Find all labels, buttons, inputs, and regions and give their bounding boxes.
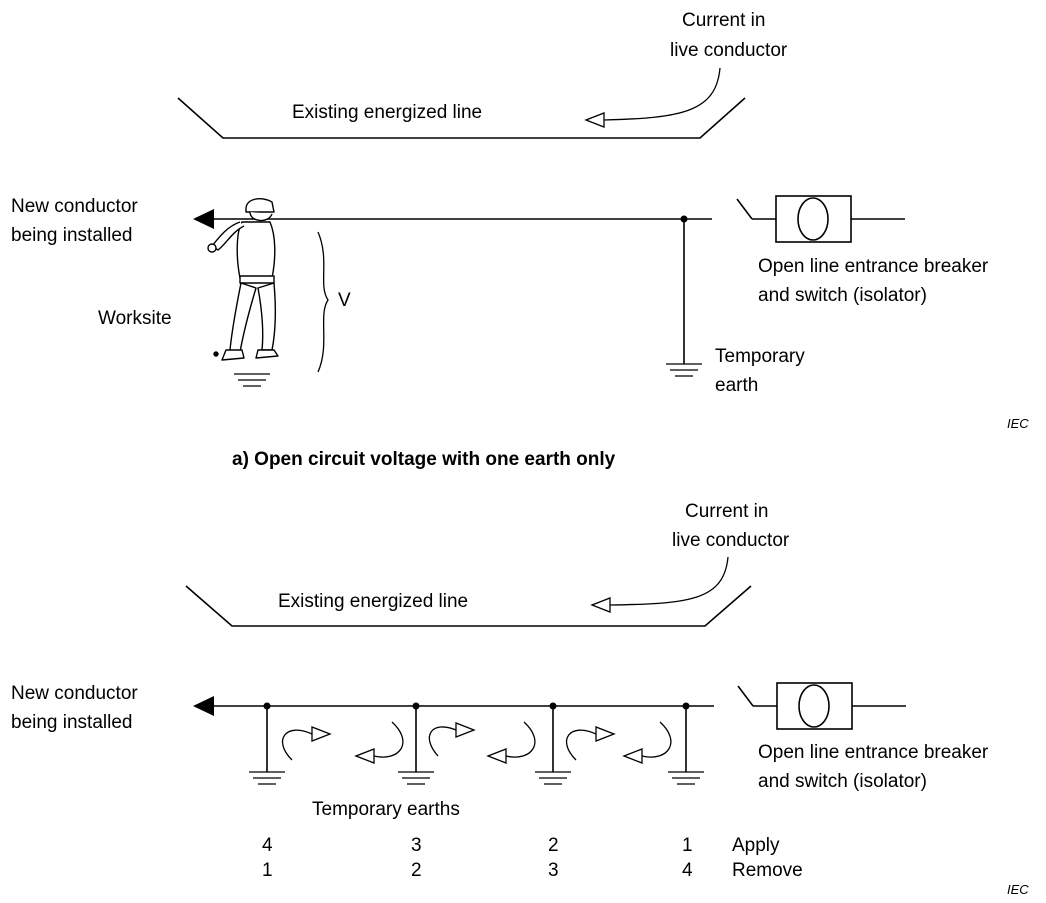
voltage-label: V	[338, 290, 351, 311]
ground-icon-1	[668, 771, 704, 785]
open-switch-b	[737, 685, 754, 707]
apply-order-3: 3	[411, 835, 422, 856]
earth-label-a-1: Temporary	[715, 346, 805, 367]
current-label-b-1: Current in	[685, 501, 768, 522]
voltage-brace	[317, 231, 329, 373]
ground-icon-3	[398, 771, 434, 785]
temporary-earths-label: Temporary earths	[312, 799, 460, 820]
current-loop-2	[354, 721, 404, 764]
breaker-label-a-2: and switch (isolator)	[758, 285, 927, 306]
current-arrowhead-b	[590, 597, 611, 613]
current-loop-1	[281, 726, 332, 761]
worker-figure	[207, 197, 279, 361]
breaker-label-b-1: Open line entrance breaker	[758, 742, 989, 763]
apply-order-2: 2	[548, 835, 559, 856]
current-loop-6	[622, 721, 672, 764]
energized-line-label-a: Existing energized line	[292, 102, 482, 123]
breaker-symbol-b	[798, 684, 830, 728]
earth-3	[398, 702, 434, 785]
earth-label-a-2: earth	[715, 375, 758, 396]
energized-line-label-b: Existing energized line	[278, 591, 468, 612]
current-label-a-1: Current in	[682, 10, 765, 31]
breaker-box-b	[776, 682, 853, 730]
remove-order-3: 3	[548, 860, 559, 881]
breaker-symbol-a	[797, 197, 829, 241]
caption-a: a) Open circuit voltage with one earth o…	[232, 449, 616, 470]
earth-1	[668, 702, 704, 785]
conductor-arrowhead-a	[193, 209, 214, 229]
worker-ground-icon	[234, 373, 270, 387]
temporary-earth-icon	[666, 363, 702, 377]
current-label-b-2: live conductor	[672, 530, 790, 551]
remove-order-4: 4	[682, 860, 693, 881]
open-switch-a	[736, 198, 753, 220]
current-arrowhead-a	[584, 112, 605, 128]
panel-a: Existing energized line Current in live …	[11, 10, 1029, 470]
ground-icon-4	[249, 771, 285, 785]
energized-line-a	[177, 97, 746, 139]
new-conductor-label-b-2: being installed	[11, 712, 132, 733]
panel-b: Existing energized line Current in live …	[11, 501, 1029, 897]
energized-line-b	[185, 585, 752, 627]
worksite-label: Worksite	[98, 308, 172, 329]
ground-icon-2	[535, 771, 571, 785]
remove-order-2: 2	[411, 860, 422, 881]
current-arrow-curve-b	[609, 556, 729, 606]
iec-mark-b: IEC	[1007, 882, 1029, 897]
remove-label: Remove	[732, 860, 803, 881]
breaker-label-b-2: and switch (isolator)	[758, 771, 927, 792]
breaker-box-a	[775, 195, 852, 243]
new-conductor-label-a-1: New conductor	[11, 196, 138, 217]
earth-4	[249, 702, 285, 785]
apply-order-1: 1	[682, 835, 693, 856]
current-loop-4	[486, 721, 536, 764]
iec-mark-a: IEC	[1007, 416, 1029, 431]
breaker-label-a-1: Open line entrance breaker	[758, 256, 989, 277]
current-arrow-curve-a	[603, 67, 721, 121]
apply-label: Apply	[732, 835, 780, 856]
current-loop-5	[565, 726, 616, 761]
new-conductor-label-b-1: New conductor	[11, 683, 138, 704]
earth-2	[535, 702, 571, 785]
current-loop-3	[428, 722, 476, 757]
conductor-arrowhead-b	[193, 696, 214, 716]
current-label-a-2: live conductor	[670, 40, 788, 61]
remove-order-1: 1	[262, 860, 273, 881]
apply-order-4: 4	[262, 835, 273, 856]
new-conductor-label-a-2: being installed	[11, 225, 132, 246]
